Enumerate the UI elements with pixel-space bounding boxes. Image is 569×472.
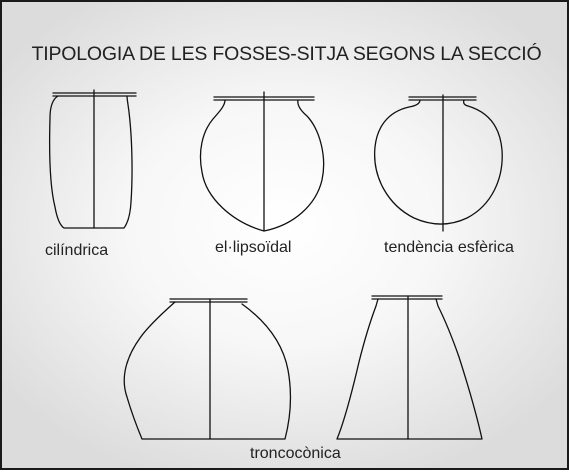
silo-spherical — [374, 94, 503, 232]
silo-cylindrical — [49, 89, 137, 229]
diagram-title: TIPOLOGIA DE LES FOSSES-SITJA SEGONS LA … — [31, 43, 542, 65]
label-cylindrical: cilíndrica — [45, 242, 109, 259]
label-ellipsoidal: el·lipsoïdal — [215, 239, 292, 256]
silo-truncated-cone-2 — [336, 295, 483, 440]
silo-ellipsoidal — [199, 91, 325, 232]
label-truncated-cone: troncocònica — [250, 445, 341, 462]
silo-truncated-cone-1 — [123, 298, 292, 440]
label-spherical: tendència esfèrica — [384, 239, 514, 256]
